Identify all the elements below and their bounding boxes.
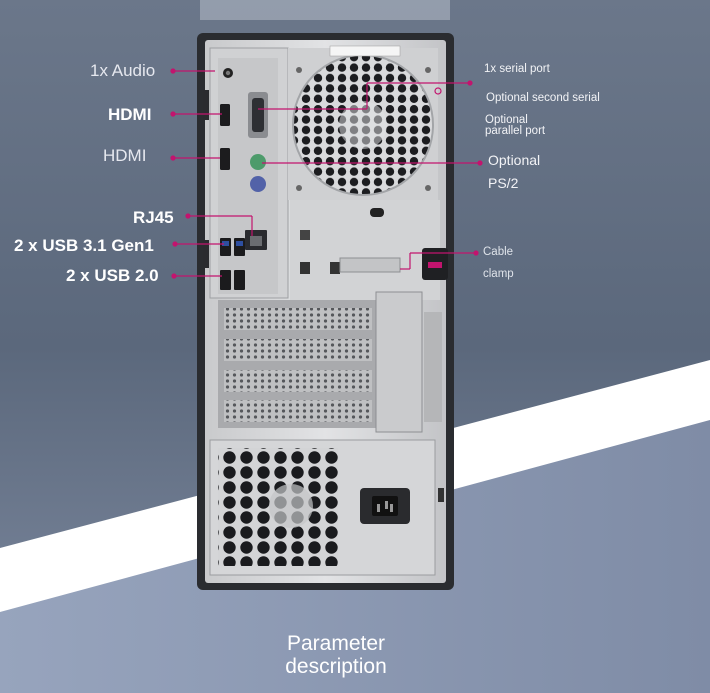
label-rj45: RJ45: [133, 208, 174, 227]
label-hdmi-2: HDMI: [103, 146, 147, 165]
label-cable-2: clamp: [483, 268, 514, 280]
caption-line-2: description: [285, 655, 387, 678]
label-ps2-1: Optional: [488, 152, 541, 168]
label-usb31: 2 x USB 3.1 Gen1: [14, 236, 154, 255]
label-hdmi-1: HDMI: [108, 105, 152, 124]
label-cable-1: Cable: [483, 246, 514, 258]
label-audio: 1x Audio: [90, 61, 156, 80]
label-ps2-2: PS/2: [488, 175, 519, 191]
label-usb20: 2 x USB 2.0: [66, 266, 159, 285]
label-second-serial: Optional second serial: [486, 92, 600, 104]
label-serial-port: 1x serial port: [484, 63, 550, 75]
label-parallel-1: Optional: [485, 114, 528, 126]
label-parallel-2: parallel port: [485, 125, 546, 137]
parameter-caption: Parameter description: [236, 632, 436, 678]
caption-line-1: Parameter: [286, 632, 386, 655]
